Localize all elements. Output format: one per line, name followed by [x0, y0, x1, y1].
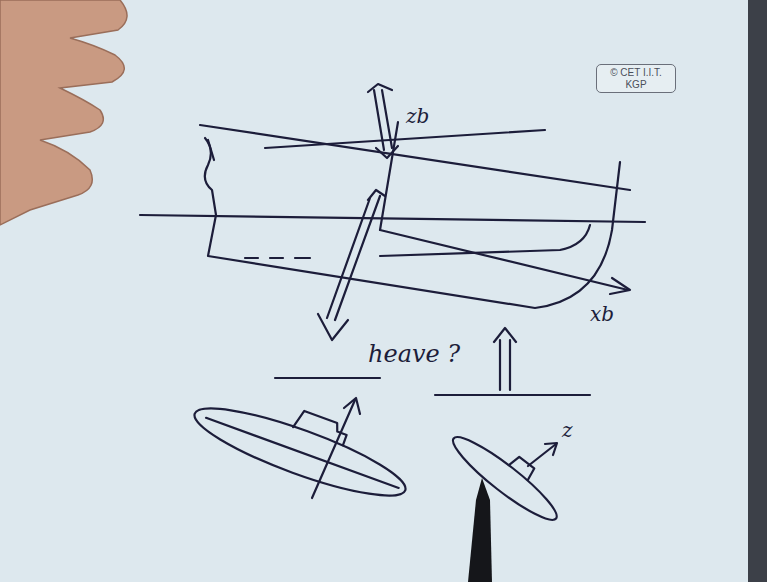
pen [468, 478, 492, 582]
axis-label: xb [590, 302, 614, 326]
hull-drawing [140, 84, 645, 529]
watermark-box: © CET I.I.T. KGP [596, 64, 676, 93]
axis-label: zb [406, 104, 429, 128]
axis-label: z [562, 418, 573, 442]
border [748, 0, 767, 582]
watermark-text: © CET I.I.T. KGP [603, 67, 669, 90]
motion-label: heave ? [368, 340, 460, 368]
hand [0, 0, 127, 225]
